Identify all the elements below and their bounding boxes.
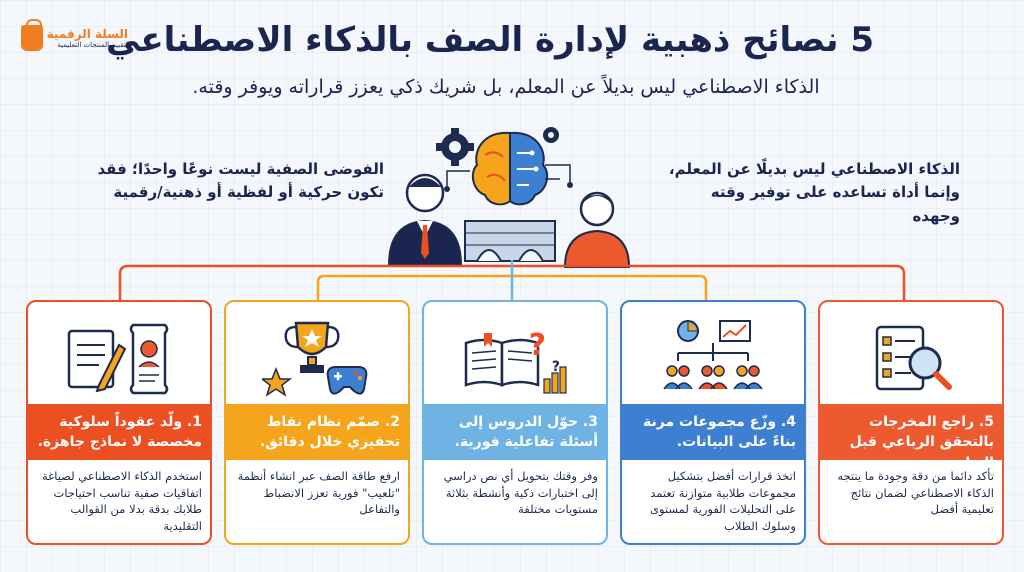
gear-icon xyxy=(436,128,474,166)
tip-5-title: 5. راجع المخرجات بالتحقق الرباعي قبل الت… xyxy=(820,404,1002,471)
basket-icon xyxy=(20,19,43,51)
brain-icon xyxy=(471,131,549,206)
student-figure xyxy=(563,191,631,268)
bridge-icon xyxy=(464,220,556,262)
book-question-icon: ? ? xyxy=(424,314,606,404)
brand-name: السلة الرقمية xyxy=(46,27,128,41)
tip-1-body: استخدم الذكاء الاصطناعي لصياغة اتفاقيات … xyxy=(42,469,202,534)
tip-card-1: 1. ولّد عقوداً سلوكية مخصصة لا نماذج جاه… xyxy=(26,300,212,545)
tip-card-5: 5. راجع المخرجات بالتحقق الرباعي قبل الت… xyxy=(818,300,1004,545)
tip-card-4: 4. وزّع مجموعات مرنة بناءً على البيانات.… xyxy=(620,300,806,545)
tip-4-body: اتخذ قرارات أفضل بتشكيل مجموعات طلابية م… xyxy=(650,469,796,534)
tip-2-title: 2. صمّم نظام نقاط تحفيزي خلال دقائق. xyxy=(226,404,408,460)
note-ai-tool: الذكاء الاصطناعي ليس بديلًا عن المعلم، و… xyxy=(668,160,960,225)
tip-2-body: ارفع طاقة الصف عبر انشاء أنظمة "تلعيب" ف… xyxy=(237,469,400,517)
tip-card-2: 2. صمّم نظام نقاط تحفيزي خلال دقائق. ارف… xyxy=(224,300,410,545)
document-contract-icon xyxy=(28,314,210,404)
tip-3-body: وفر وقتك بتحويل أي نص دراسي إلى اختبارات… xyxy=(443,469,598,517)
tip-card-3: ? ? 3. حوّل الدروس إلى أسئلة تفاعلية فور… xyxy=(422,300,608,545)
tip-4-title: 4. وزّع مجموعات مرنة بناءً على البيانات. xyxy=(622,404,804,460)
page-title: 5 نصائح ذهبية لإدارة الصف بالذكاء الاصطن… xyxy=(106,20,874,60)
brand-text: السلة الرقمية لتقييم المنتجات التعليمية xyxy=(47,27,128,49)
group-analytics-icon xyxy=(622,314,804,404)
tip-5-body: تأكد دائما من دقة وجودة ما ينتجه الذكاء … xyxy=(837,469,994,517)
teacher-figure xyxy=(387,173,463,266)
note-classroom-chaos: الفوضى الصفية ليست نوعًا واحدًا؛ فقد تكو… xyxy=(97,160,384,202)
svg-text:?: ? xyxy=(552,359,560,375)
trophy-gamepad-icon xyxy=(226,314,408,404)
brand-logo[interactable]: السلة الرقمية لتقييم المنتجات التعليمية xyxy=(18,14,128,62)
checklist-search-icon xyxy=(820,314,1002,404)
teacher-ai-student-illustration xyxy=(387,127,631,268)
svg-text:?: ? xyxy=(529,328,546,363)
page-subtitle: الذكاء الاصطناعي ليس بديلاً عن المعلم، ب… xyxy=(192,76,820,98)
tip-3-title: 3. حوّل الدروس إلى أسئلة تفاعلية فورية. xyxy=(424,404,606,460)
gear-small-icon xyxy=(543,127,559,143)
tips-cards: 5. راجع المخرجات بالتحقق الرباعي قبل الت… xyxy=(12,300,1012,562)
brand-tagline: لتقييم المنتجات التعليمية xyxy=(57,41,128,49)
tip-1-title: 1. ولّد عقوداً سلوكية مخصصة لا نماذج جاه… xyxy=(28,404,210,460)
